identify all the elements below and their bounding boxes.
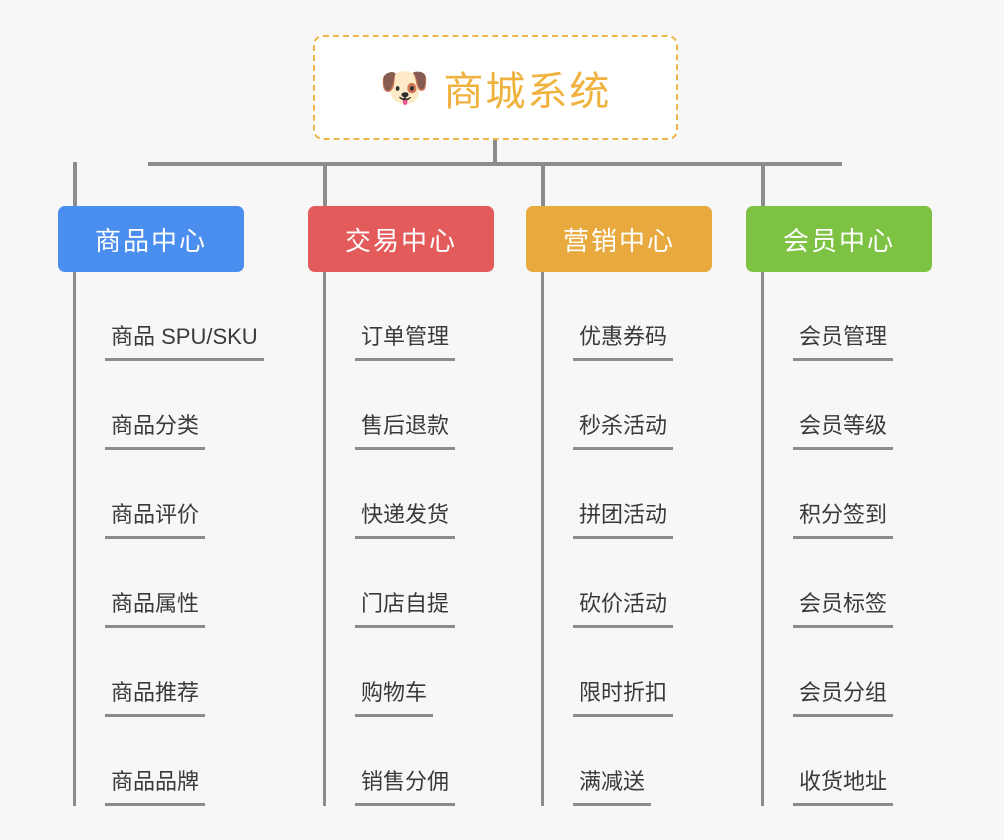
drop-connector-4 (761, 162, 765, 206)
column-spine (761, 272, 764, 806)
leaf-item-label: 积分签到 (793, 502, 894, 539)
drop-connector-3 (541, 162, 545, 206)
category-label: 营销中心 (562, 225, 675, 256)
leaf-item-label: 会员分组 (793, 680, 894, 717)
drop-connector-2 (323, 162, 327, 206)
leaf-item-label: 砍价活动 (573, 591, 674, 628)
leaf-item-label: 商品分类 (105, 413, 206, 450)
leaf-column-3: 优惠券码秒杀活动拼团活动砍价活动限时折扣满减送 (541, 272, 674, 806)
column-spine (323, 272, 326, 806)
leaf-item-label: 会员管理 (793, 324, 894, 361)
category-label: 商品中心 (94, 225, 207, 256)
leaf-item-label: 会员等级 (793, 413, 894, 450)
leaf-item[interactable]: 满减送 (541, 717, 673, 806)
leaf-item[interactable]: 砍价活动 (541, 539, 674, 628)
root-stub-connector (493, 140, 497, 164)
leaf-item[interactable]: 会员等级 (761, 361, 894, 450)
category-box-4[interactable]: 会员中心 (746, 206, 932, 272)
leaf-item[interactable]: 积分签到 (761, 450, 894, 539)
leaf-item[interactable]: 限时折扣 (541, 628, 674, 717)
leaf-item[interactable]: 购物车 (323, 628, 455, 717)
leaf-item-label: 快递发货 (355, 502, 456, 539)
leaf-item[interactable]: 会员标签 (761, 539, 894, 628)
leaf-item-label: 优惠券码 (573, 324, 674, 361)
leaf-item-label: 满减送 (573, 769, 652, 806)
leaf-item-label: 收货地址 (793, 769, 894, 806)
dog-face-icon: 🐶 (379, 65, 430, 110)
category-label: 交易中心 (344, 225, 457, 256)
root-title: 商城系统 (443, 69, 612, 114)
column-spine (73, 272, 76, 806)
horizontal-bus-connector (148, 162, 842, 166)
leaf-item[interactable]: 门店自提 (323, 539, 456, 628)
leaf-column-4: 会员管理会员等级积分签到会员标签会员分组收货地址 (761, 272, 894, 806)
leaf-item-label: 销售分佣 (355, 769, 456, 806)
leaf-item[interactable]: 优惠券码 (541, 272, 674, 361)
category-box-1[interactable]: 商品中心 (58, 206, 244, 272)
leaf-item[interactable]: 商品评价 (73, 450, 264, 539)
leaf-item[interactable]: 秒杀活动 (541, 361, 674, 450)
column-spine (541, 272, 544, 806)
root-node[interactable]: 🐶 商城系统 (313, 35, 678, 140)
leaf-column-2: 订单管理售后退款快递发货门店自提购物车销售分佣 (323, 272, 456, 806)
category-box-2[interactable]: 交易中心 (308, 206, 494, 272)
category-label: 会员中心 (782, 225, 895, 256)
leaf-item[interactable]: 快递发货 (323, 450, 456, 539)
leaf-item-label: 购物车 (355, 680, 434, 717)
leaf-item-label: 拼团活动 (573, 502, 674, 539)
leaf-column-1: 商品 SPU/SKU 商品分类商品评价商品属性商品推荐商品品牌 (73, 272, 264, 806)
leaf-item-label: 限时折扣 (573, 680, 674, 717)
leaf-item-label: 商品品牌 (105, 769, 206, 806)
leaf-item[interactable]: 商品 SPU/SKU (73, 272, 264, 361)
leaf-item[interactable]: 会员管理 (761, 272, 894, 361)
leaf-item-label: 售后退款 (355, 413, 456, 450)
leaf-item-label: 商品属性 (105, 591, 206, 628)
leaf-item-label: 订单管理 (355, 324, 456, 361)
leaf-item-label: 商品 SPU/SKU (105, 324, 264, 361)
category-box-3[interactable]: 营销中心 (526, 206, 712, 272)
leaf-item[interactable]: 订单管理 (323, 272, 456, 361)
leaf-item-label: 商品评价 (105, 502, 206, 539)
leaf-item-label: 门店自提 (355, 591, 456, 628)
leaf-item[interactable]: 售后退款 (323, 361, 456, 450)
leaf-item[interactable]: 商品推荐 (73, 628, 264, 717)
leaf-item-label: 商品推荐 (105, 680, 206, 717)
leaf-item-label: 会员标签 (793, 591, 894, 628)
leaf-item-label: 秒杀活动 (573, 413, 674, 450)
leaf-item[interactable]: 销售分佣 (323, 717, 456, 806)
drop-connector-1 (73, 162, 77, 206)
leaf-item[interactable]: 商品分类 (73, 361, 264, 450)
leaf-item[interactable]: 会员分组 (761, 628, 894, 717)
leaf-item[interactable]: 拼团活动 (541, 450, 674, 539)
leaf-item[interactable]: 收货地址 (761, 717, 894, 806)
leaf-item[interactable]: 商品属性 (73, 539, 264, 628)
leaf-item[interactable]: 商品品牌 (73, 717, 264, 806)
